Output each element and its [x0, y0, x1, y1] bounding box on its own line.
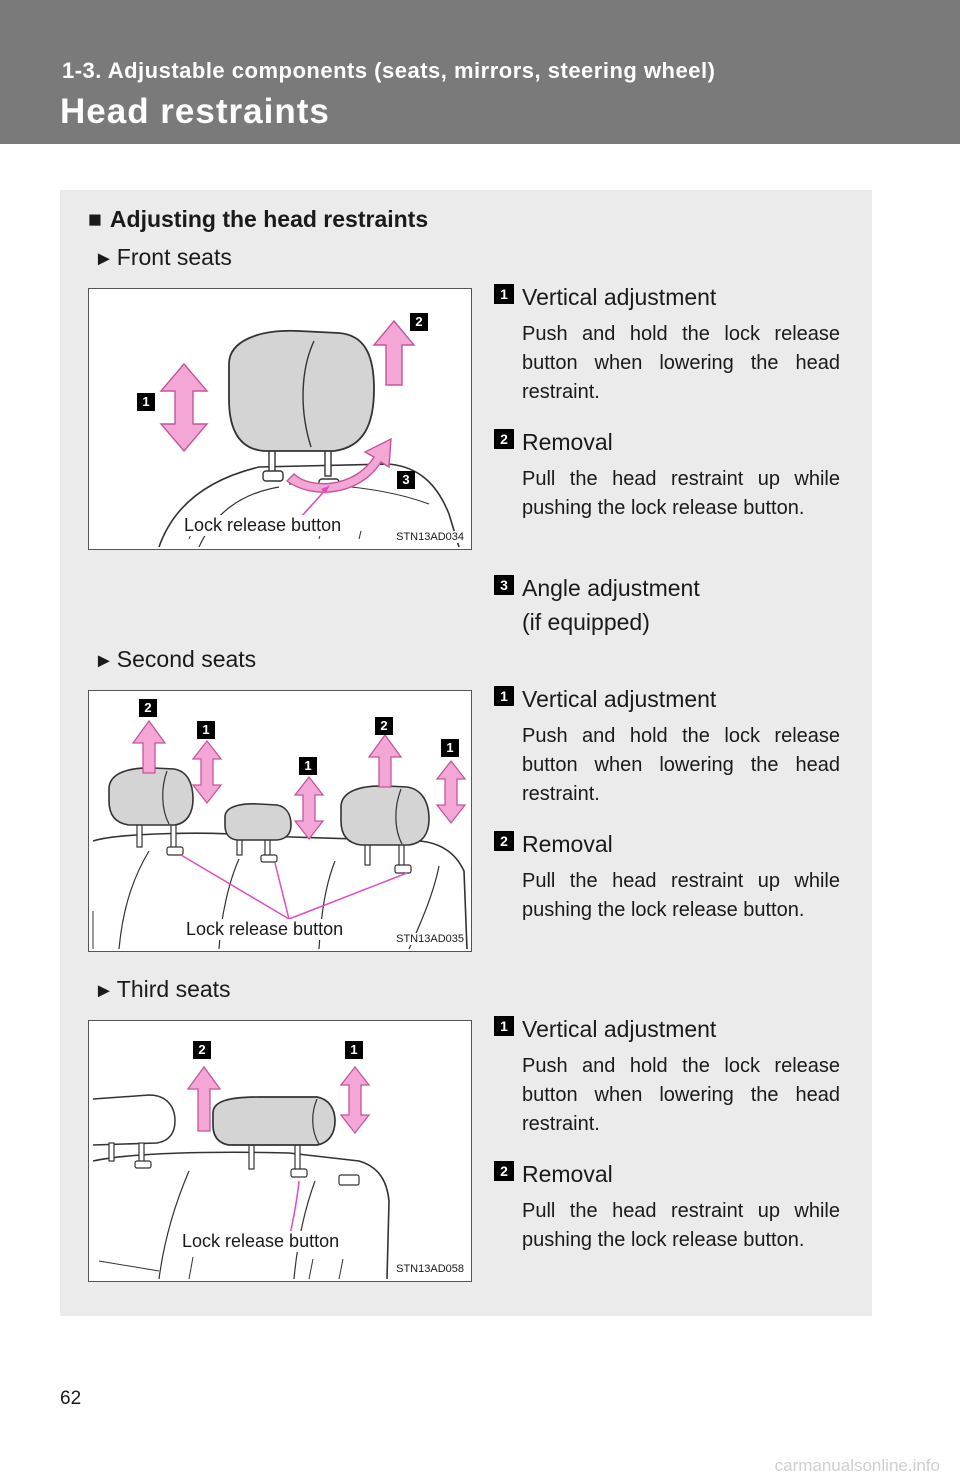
number-marker: 1 — [494, 686, 514, 706]
front-seats-figure: 1 2 3 Lock release button STN13AD034 — [88, 288, 472, 550]
pointer-icon: ► — [94, 650, 114, 672]
figure-marker-1c: 1 — [441, 739, 459, 757]
item-title: Angle adjustment — [522, 575, 700, 601]
item-title: Vertical adjustment — [522, 686, 717, 712]
figure-marker-1b: 1 — [299, 757, 317, 775]
lock-release-label: Lock release button — [185, 919, 345, 940]
figure-marker-2a: 2 — [139, 699, 157, 717]
front-item-2: 2 Removal Pull the head restraint up whi… — [494, 425, 840, 523]
third-seats-figure: 2 1 Lock release button STN13AD058 — [88, 1020, 472, 1282]
second-item-1: 1 Vertical adjustment Push and hold the … — [494, 682, 840, 809]
second-item-2: 2 Removal Pull the head restraint up whi… — [494, 827, 840, 925]
lock-release-label: Lock release button — [183, 515, 343, 536]
third-seats-heading: ►Third seats — [94, 976, 231, 1002]
item-title: Vertical adjustment — [522, 284, 717, 310]
sub-heading-text: Adjusting the head restraints — [109, 206, 429, 232]
figure-code: STN13AD035 — [395, 933, 465, 945]
section-label: 1-3. Adjustable components (seats, mirro… — [62, 58, 716, 83]
watermark: carmanualsonline.info — [774, 1456, 940, 1475]
third-item-1: 1 Vertical adjustment Push and hold the … — [494, 1012, 840, 1139]
number-marker: 2 — [494, 1161, 514, 1181]
pointer-icon: ► — [94, 248, 114, 270]
item-title: Removal — [522, 429, 613, 455]
front-seats-heading: ►Front seats — [94, 244, 232, 270]
page-title: Head restraints — [60, 92, 330, 131]
figure-marker-3: 3 — [397, 471, 415, 489]
figure-code: STN13AD034 — [395, 531, 465, 543]
item-title: Removal — [522, 831, 613, 857]
page-header: 1-3. Adjustable components (seats, mirro… — [0, 0, 960, 144]
figure-marker-1a: 1 — [197, 721, 215, 739]
number-marker: 2 — [494, 831, 514, 851]
item-description: Pull the head restraint up while pushing… — [522, 468, 840, 519]
item-description: Push and hold the lock release button wh… — [522, 323, 840, 403]
item-description: Push and hold the lock release button wh… — [522, 1055, 840, 1135]
lock-release-label: Lock release button — [181, 1231, 341, 1252]
figure-code: STN13AD058 — [395, 1263, 465, 1275]
second-seats-figure: 2 1 1 2 1 Lock release button STN13AD035 — [88, 690, 472, 952]
sub-heading: ■ Adjusting the head restraints — [88, 206, 428, 233]
item-description: Pull the head restraint up while pushing… — [522, 1200, 840, 1251]
figure-marker-1: 1 — [137, 393, 155, 411]
front-item-1: 1 Vertical adjustment Push and hold the … — [494, 280, 840, 407]
figure-marker-2: 2 — [193, 1041, 211, 1059]
number-marker: 1 — [494, 1016, 514, 1036]
item-title: Removal — [522, 1161, 613, 1187]
figure-marker-2: 2 — [410, 313, 428, 331]
number-marker: 2 — [494, 429, 514, 449]
figure-marker-1: 1 — [345, 1041, 363, 1059]
page-number: 62 — [60, 1388, 82, 1409]
second-seats-heading: ►Second seats — [94, 646, 257, 672]
item-title: Vertical adjustment — [522, 1016, 717, 1042]
pointer-icon: ► — [94, 980, 114, 1002]
second-seats-illustration — [92, 719, 468, 950]
third-item-2: 2 Removal Pull the head restraint up whi… — [494, 1157, 840, 1255]
item-description: Push and hold the lock release button wh… — [522, 725, 840, 805]
number-marker: 3 — [494, 575, 514, 595]
number-marker: 1 — [494, 284, 514, 304]
figure-marker-2b: 2 — [375, 717, 393, 735]
front-item-3: 3 Angle adjustment (if equipped) — [494, 571, 840, 639]
square-bullet-icon: ■ — [88, 206, 102, 232]
item-subtitle: (if equipped) — [522, 609, 650, 635]
item-description: Pull the head restraint up while pushing… — [522, 870, 840, 921]
